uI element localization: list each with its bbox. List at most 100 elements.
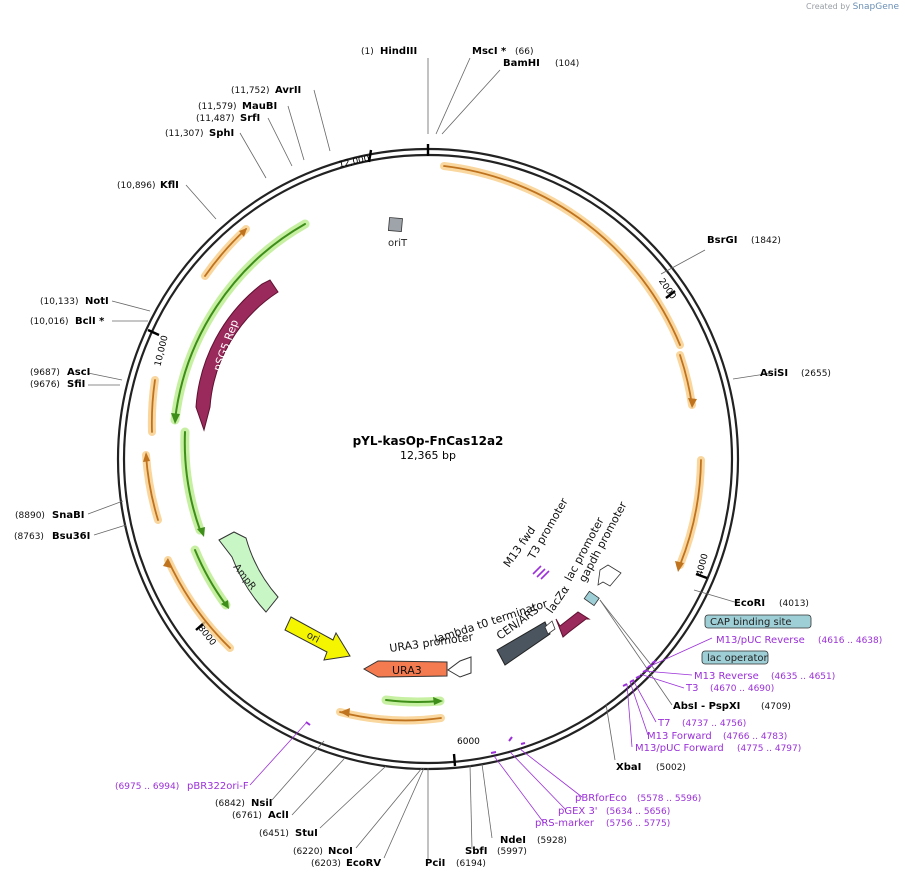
credit-brand: SnapGene	[852, 2, 899, 12]
site-pos: (10,016)	[30, 317, 69, 327]
tick-label-12000: 12,000	[338, 154, 371, 170]
site-name: AsiSI	[760, 368, 788, 379]
site-pos: (6220)	[293, 847, 323, 857]
site-pos: (11,487)	[196, 114, 235, 124]
ampR-arrow	[218, 531, 279, 613]
site-name: BamHI	[503, 58, 540, 69]
site-pos: (6194)	[456, 859, 486, 869]
lac-operator-label: lac operator	[707, 653, 768, 664]
primer-name: M13/pUC Reverse	[716, 635, 805, 646]
primer-name: pBRforEco	[575, 793, 627, 804]
lacZa-arrow	[555, 611, 591, 638]
site-pos: (104)	[555, 59, 579, 69]
ori-label: ori	[305, 630, 322, 646]
primer-range: (6975 .. 6994)	[115, 782, 179, 792]
primer-range: (4775 .. 4797)	[737, 744, 801, 754]
site-name: MauBI	[242, 101, 277, 112]
snapgene-credit: Created by SnapGene	[806, 2, 899, 12]
outer-features	[142, 162, 705, 725]
primer-name: T3	[685, 683, 698, 694]
site-pos: (5002)	[656, 763, 686, 773]
primer-name: M13 Reverse	[694, 671, 759, 682]
site-pos: (11,307)	[165, 129, 204, 139]
primer-name: pBR322ori-F	[187, 781, 249, 792]
site-name: SnaBI	[52, 510, 84, 521]
primer-range: (5634 .. 5656)	[606, 807, 670, 817]
site-name: BsrGI	[707, 235, 737, 246]
site-name: PciI	[425, 858, 445, 869]
outer-arrowheads	[143, 228, 697, 717]
site-name: EcoRI	[734, 598, 765, 609]
site-name: MscI *	[472, 46, 507, 57]
site-pos: (4013)	[779, 599, 809, 609]
site-pos: (5997)	[497, 847, 527, 857]
oriT-box	[387, 217, 403, 233]
site-pos: (5928)	[537, 836, 567, 846]
site-pos: (11,752)	[231, 86, 270, 96]
green-arrowheads	[171, 413, 443, 705]
site-name: AclI	[268, 810, 289, 821]
site-pos: (6203)	[311, 859, 341, 869]
plasmid-name: pYL-kasOp-FnCas12a2	[353, 434, 504, 448]
site-pos: (11,579)	[198, 102, 237, 112]
site-pos: (6842)	[215, 799, 245, 809]
site-pos: (9687)	[30, 368, 60, 378]
ori-arrow	[284, 616, 351, 661]
site-name: AscI	[67, 367, 90, 378]
tick-label-10000: 10,000	[153, 334, 170, 367]
site-pos: (66)	[515, 47, 533, 57]
site-name: SbfI	[465, 846, 487, 857]
credit-prefix: Created by	[806, 2, 851, 11]
m13-t3-marks	[532, 565, 550, 580]
primer-name: T7	[657, 718, 670, 729]
ring-ticks	[147, 144, 708, 767]
site-name: EcoRV	[346, 858, 381, 869]
gapdh-promoter-arrow	[597, 564, 622, 587]
site-name: SphI	[209, 128, 234, 139]
cap-binding-site-box	[704, 614, 812, 629]
site-name: NdeI	[500, 835, 526, 846]
site-name: AvrII	[275, 85, 301, 96]
primer-range: (4616 .. 4638)	[818, 636, 882, 646]
site-name: NcoI	[328, 846, 353, 857]
primer-name: M13 Forward	[647, 731, 712, 742]
primer-marks	[305, 660, 657, 754]
cap-site-mark	[583, 590, 600, 607]
lacZa-label: lacZα	[544, 583, 572, 616]
site-name: AbsI - PspXI	[673, 701, 740, 712]
primer-range: (5756 .. 5775)	[606, 819, 670, 829]
site-pos: (2655)	[801, 369, 831, 379]
site-name: StuI	[295, 828, 318, 839]
ura3-label: URA3	[392, 664, 422, 677]
site-name: NsiI	[251, 798, 272, 809]
site-pos: (6761)	[232, 811, 262, 821]
lac-operator-box	[701, 650, 769, 665]
oriT-label: oriT	[388, 238, 408, 249]
plasmid-size: 12,365 bp	[400, 449, 456, 462]
site-name: KflI	[160, 180, 179, 191]
lambda-terminator-mark	[544, 620, 556, 635]
site-pos: (10,133)	[40, 297, 79, 307]
tick-label-6000: 6000	[457, 737, 480, 747]
primer-range: (4635 .. 4651)	[771, 672, 835, 682]
site-pos: (8763)	[14, 532, 44, 542]
site-name: SfiI	[67, 379, 85, 390]
primer-range: (4766 .. 4783)	[723, 732, 787, 742]
primer-range: (4670 .. 4690)	[710, 684, 774, 694]
primer-range: (5578 .. 5596)	[637, 794, 701, 804]
primer-leaders	[249, 637, 713, 824]
primer-range: (4737 .. 4756)	[682, 719, 746, 729]
site-pos: (4709)	[761, 702, 791, 712]
site-pos: (9676)	[30, 380, 60, 390]
cap-binding-site-label: CAP binding site	[710, 617, 792, 628]
primer-name: pRS-marker	[535, 818, 595, 829]
site-pos: (8890)	[15, 511, 45, 521]
cen-ars-block	[496, 621, 551, 666]
site-pos: (1)	[361, 47, 374, 57]
primer-name: pGEX 3'	[558, 806, 598, 817]
ura3-promoter-arrow	[447, 656, 472, 678]
site-name: Bsu36I	[52, 531, 90, 542]
ura3-arrow	[362, 660, 448, 678]
site-name: BclI *	[75, 316, 105, 327]
